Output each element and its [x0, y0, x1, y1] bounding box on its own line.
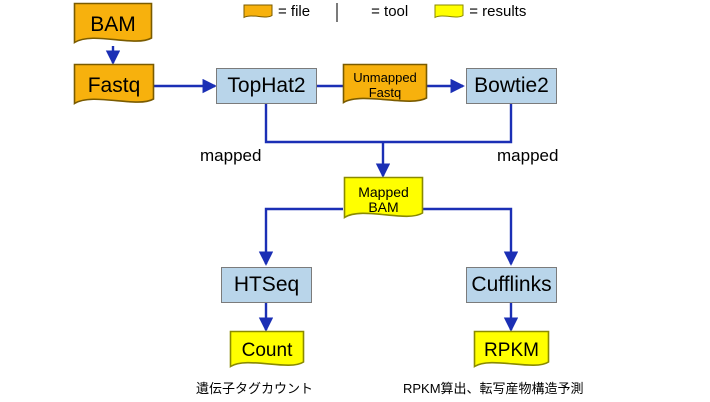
node-unmapped-fastq[interactable]: Unmapped Fastq [342, 63, 428, 108]
legend-item-results: = results [434, 3, 526, 20]
results-swatch [434, 4, 464, 19]
node-mapped-bam-label: Mapped BAM [358, 183, 409, 215]
node-rpkm-label: RPKM [484, 339, 539, 361]
legend-item-file: = file [243, 3, 310, 20]
edge-mappedbam-to-htseq [258, 207, 343, 266]
node-tophat2-label: TopHat2 [227, 74, 306, 97]
node-unmapped-fastq-label: Unmapped Fastq [353, 70, 417, 100]
node-tophat2[interactable]: TopHat2 [216, 68, 317, 104]
node-mapped-bam[interactable]: Mapped BAM [343, 176, 424, 224]
caption-left: 遺伝子タグカウント [196, 381, 314, 396]
node-count[interactable]: Count [229, 330, 305, 372]
node-fastq-label: Fastq [87, 73, 141, 97]
caption-right: RPKM算出、転写産物構造予測 [403, 381, 584, 396]
node-fastq[interactable]: Fastq [73, 63, 155, 109]
legend-label-tool: = tool [371, 3, 409, 20]
node-count-label: Count [241, 339, 293, 361]
legend: = file = tool = results [243, 3, 526, 22]
file-swatch [243, 4, 273, 19]
node-cufflinks[interactable]: Cufflinks [466, 267, 557, 303]
node-bowtie2-label: Bowtie2 [474, 74, 549, 97]
node-htseq[interactable]: HTSeq [221, 267, 312, 303]
edge-label-mapped-right: mapped [497, 146, 559, 165]
node-bam[interactable]: BAM [73, 2, 153, 48]
tool-swatch [336, 3, 366, 22]
edge-mappedbam-to-cufflinks [423, 207, 519, 266]
node-htseq-label: HTSeq [233, 273, 300, 296]
node-rpkm[interactable]: RPKM [473, 330, 550, 372]
edge-label-mapped-left: mapped [200, 146, 262, 165]
legend-item-tool: = tool [336, 3, 409, 22]
legend-label-file: = file [278, 3, 311, 20]
legend-label-results: = results [469, 3, 527, 20]
node-bowtie2[interactable]: Bowtie2 [466, 68, 557, 104]
node-cufflinks-label: Cufflinks [471, 273, 552, 296]
node-bam-label: BAM [90, 12, 136, 36]
